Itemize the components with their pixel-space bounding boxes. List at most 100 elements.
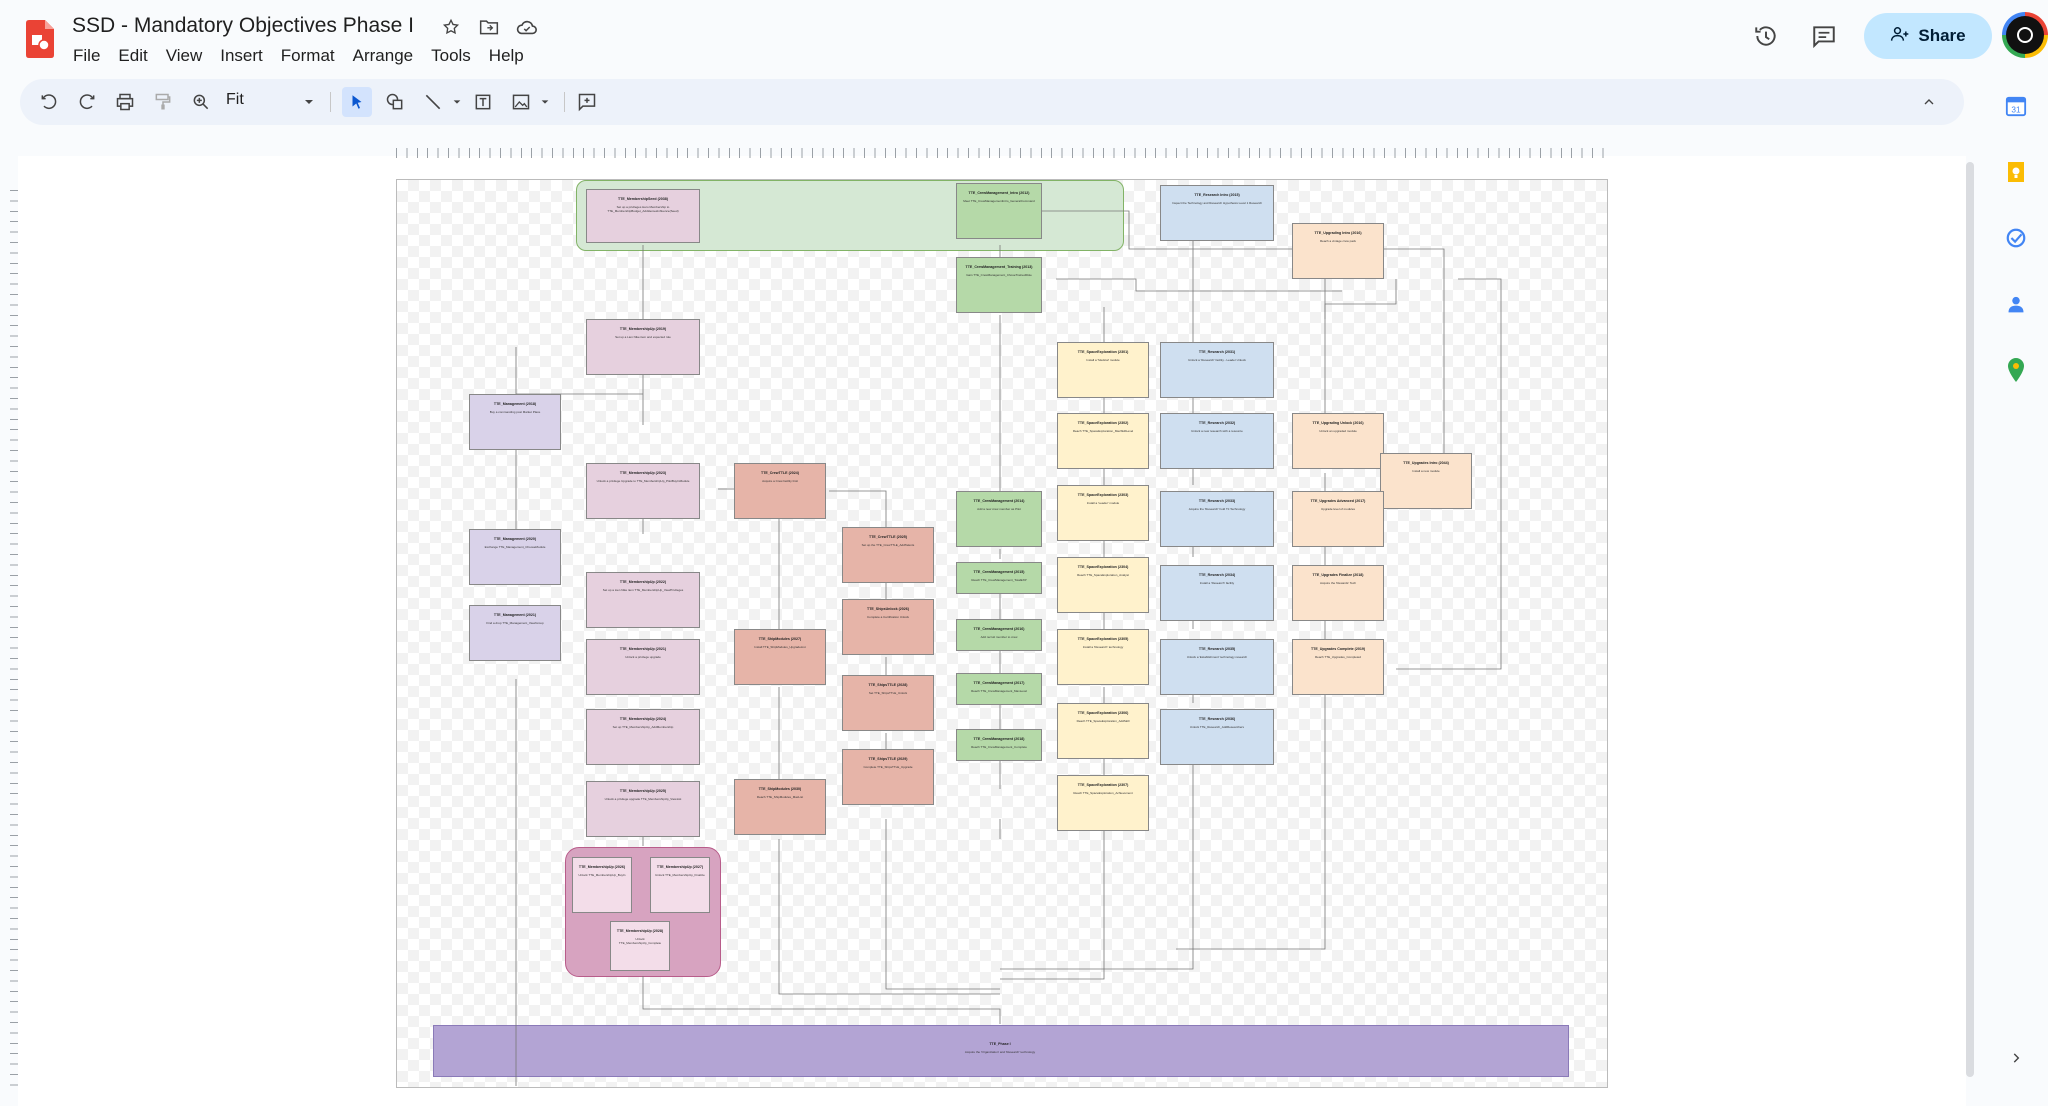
- text-box-icon[interactable]: [468, 87, 498, 117]
- diagram-node[interactable]: TTE_ShipModules (2027)Install TTE_ShipMo…: [734, 629, 826, 685]
- diagram-node[interactable]: TTE_CrewManagement (2017)Reach TTE_CrewM…: [956, 673, 1042, 705]
- diagram-node[interactable]: TTE_MembershipUp (2022)Set up a Lien Nik…: [586, 572, 700, 628]
- diagram-node[interactable]: TTE_Research (2031)Unlock a 'Research' f…: [1160, 342, 1274, 398]
- node-title: TTE_Research Intro (2015): [1194, 193, 1240, 197]
- zoom-icon[interactable]: [186, 87, 216, 117]
- comments-icon[interactable]: [1808, 20, 1840, 52]
- comment-icon[interactable]: [572, 87, 602, 117]
- diagram-node[interactable]: TTE_SpaceExploration (2303)Install a 'Le…: [1057, 485, 1149, 541]
- move-folder-icon[interactable]: [476, 14, 502, 40]
- node-description: Upgrade level of modules: [1320, 507, 1356, 511]
- diagram-node[interactable]: TTE_MembershipUp (2023)Unlock a privileg…: [586, 463, 700, 519]
- diagram-node[interactable]: TTE_Research (2033)Acquire the 'Research…: [1160, 491, 1274, 547]
- diagram-node[interactable]: TTE_CrewManagement_Training (2013)Gain T…: [956, 257, 1042, 313]
- vertical-ruler[interactable]: [10, 190, 18, 1090]
- paint-format-icon[interactable]: [148, 87, 178, 117]
- node-description: Inspect the Technology and Research Hypo…: [1172, 201, 1262, 205]
- diagram-node[interactable]: TTE_ShipsTTLE (2028)Set TTE_ShipsTTLE_Un…: [842, 675, 934, 731]
- diagram-node[interactable]: TTE_MembershipUp (2019)Set up a Lien Nik…: [586, 319, 700, 375]
- diagram-node[interactable]: TTE_SpaceExploration (2307)Reach TTE_Spa…: [1057, 775, 1149, 831]
- diagram-node[interactable]: TTE_CrewTTLE (2024)Acquire a Crew facili…: [734, 463, 826, 519]
- maps-icon[interactable]: [2002, 356, 2030, 384]
- horizontal-ruler[interactable]: [396, 148, 1606, 158]
- diagram-node[interactable]: TTE_Upgrades Finalize (2018)Acquire the …: [1292, 565, 1384, 621]
- diagram-node[interactable]: TTE_MembershipUp (2027)Unlock TTE_Member…: [650, 857, 710, 913]
- diagram-node[interactable]: TTE_ShipsTTLE (2029)Complete TTE_ShipsTT…: [842, 749, 934, 805]
- diagram-node[interactable]: TTE_SpaceExploration (2301)Install a 'Me…: [1057, 342, 1149, 398]
- diagram-node[interactable]: TTE_Research (2034)Install a 'Research' …: [1160, 565, 1274, 621]
- drawings-app-icon[interactable]: [26, 20, 54, 58]
- line-dropdown-icon[interactable]: [442, 87, 472, 117]
- menu-arrange[interactable]: Arrange: [352, 46, 414, 65]
- menu-tools[interactable]: Tools: [431, 46, 471, 65]
- zoom-level[interactable]: Fit: [226, 91, 244, 108]
- diagram-node[interactable]: TTE_Management (2021)Find a drop TTE_Man…: [469, 605, 561, 661]
- menu-format[interactable]: Format: [280, 46, 335, 65]
- menu-help[interactable]: Help: [488, 46, 524, 65]
- diagram-node[interactable]: TTE_CrewManagement (2014)Add a new crew …: [956, 491, 1042, 547]
- cloud-saved-icon[interactable]: [514, 14, 540, 40]
- diagram-node[interactable]: TTE_Research (2035)Unlock a 'Establishme…: [1160, 639, 1274, 695]
- zoom-dropdown-icon[interactable]: [294, 87, 324, 117]
- diagram-node[interactable]: TTE_CrewManagement_Intro (2012)Meet TTE_…: [956, 183, 1042, 239]
- menu-file[interactable]: File: [73, 46, 101, 65]
- diagram-node[interactable]: TTE_SpaceExploration (2306)Reach TTE_Spa…: [1057, 703, 1149, 759]
- phase-bar[interactable]: [433, 1025, 1569, 1077]
- star-icon[interactable]: [438, 14, 464, 40]
- node-title: TTE_CrewTTLE (2024): [761, 471, 799, 475]
- diagram-node[interactable]: TTE_MembershipUp (2028)Unlock TTE_Member…: [610, 921, 670, 971]
- diagram-node[interactable]: TTE_MembershipUp (2025)Unlock a privileg…: [586, 781, 700, 837]
- diagram-node[interactable]: TTE_Management (2018)Buy a commanding po…: [469, 394, 561, 450]
- diagram-node[interactable]: TTE_Upgrading Unlock (2016)Unlock an upg…: [1292, 413, 1384, 469]
- calendar-icon[interactable]: 31: [2002, 92, 2030, 120]
- share-button[interactable]: Share: [1864, 13, 1992, 59]
- node-title: TTE_CrewManagement (2015): [973, 570, 1025, 574]
- menu-view[interactable]: View: [165, 46, 203, 65]
- expand-panel-icon[interactable]: [2002, 1044, 2030, 1072]
- tasks-icon[interactable]: [2002, 224, 2030, 252]
- select-icon[interactable]: [342, 87, 372, 117]
- print-icon[interactable]: [110, 87, 140, 117]
- diagram-node[interactable]: TTE_CrewManagement (2015)Reach TTE_CrewM…: [956, 562, 1042, 594]
- node-title: TTE_ShipsTTLE (2028): [868, 683, 908, 687]
- redo-icon[interactable]: [72, 87, 102, 117]
- diagram-node[interactable]: TTE_MembershipUp (2021)Unlock a privileg…: [586, 639, 700, 695]
- diagram-node[interactable]: TTE_SpaceExploration (2305)Install a 'Re…: [1057, 629, 1149, 685]
- keep-icon[interactable]: [2002, 158, 2030, 186]
- diagram-node[interactable]: TTE_MembershipUp (2024)Set up TTE_Member…: [586, 709, 700, 765]
- shape-icon[interactable]: [380, 87, 410, 117]
- document-title[interactable]: SSD - Mandatory Objectives Phase I: [72, 14, 414, 37]
- diagram-node[interactable]: TTE_ShipsUnlock (2026)Complete a Certifi…: [842, 599, 934, 655]
- image-dropdown-icon[interactable]: [530, 87, 560, 117]
- undo-icon[interactable]: [34, 87, 64, 117]
- node-description: Install a 'Research' technology: [1082, 645, 1124, 649]
- menu-edit[interactable]: Edit: [118, 46, 148, 65]
- account-avatar[interactable]: [2002, 12, 2048, 58]
- diagram-node[interactable]: TTE_Research Intro (2015) Inspect the Tec…: [1160, 185, 1274, 241]
- version-history-icon[interactable]: [1750, 20, 1782, 52]
- diagram-node[interactable]: TTE_MembershipSeed (2038)Set up a privil…: [586, 189, 700, 243]
- collapse-toolbar-icon[interactable]: [1914, 87, 1944, 117]
- diagram-node[interactable]: TTE_CrewManagement (2016)Add recruit mem…: [956, 619, 1042, 651]
- diagram-node[interactable]: TTE_Research (2036)Unlock TTE_Research_A…: [1160, 709, 1274, 765]
- diagram-node[interactable]: TTE_SpaceExploration (2304)Reach TTE_Spa…: [1057, 557, 1149, 613]
- diagram-node[interactable]: TTE_Management (2020)Exchange TTE_Manage…: [469, 529, 561, 585]
- node-description: Exchange TTE_Management_ChooseModule: [484, 545, 546, 549]
- menu-insert[interactable]: Insert: [220, 46, 263, 65]
- vertical-scrollbar[interactable]: [1966, 162, 1974, 1077]
- diagram-node[interactable]: TTE_Research (2032)Unlock a new research…: [1160, 413, 1274, 469]
- image-icon[interactable]: [506, 87, 536, 117]
- line-icon[interactable]: [418, 87, 448, 117]
- diagram-node[interactable]: TTE_SpaceExploration (2302)Reach TTE_Spa…: [1057, 413, 1149, 469]
- diagram-node[interactable]: TTE_Upgrades Complete (2019)Reach TTE_Up…: [1292, 639, 1384, 695]
- diagram-node[interactable]: TTE_Upgrading Intro (2016)Reach a vintag…: [1292, 223, 1384, 279]
- diagram-node[interactable]: TTE_CrewTTLE (2025)Set up the TTE_CrewTT…: [842, 527, 934, 583]
- diagram-node[interactable]: TTE_Upgrades Intro (2044)Install a new m…: [1380, 453, 1472, 509]
- diagram-node[interactable]: TTE_ShipModules (2030)Reach TTE_ShipModu…: [734, 779, 826, 835]
- diagram-node[interactable]: TTE_Upgrades Advanced (2017)Upgrade leve…: [1292, 491, 1384, 547]
- diagram-node[interactable]: TTE_CrewManagement (2018)Reach TTE_CrewM…: [956, 729, 1042, 761]
- contacts-icon[interactable]: [2002, 290, 2030, 318]
- node-description: Set up TTE_MembershipUp_AddMembership: [612, 725, 674, 729]
- diagram-node[interactable]: TTE_MembershipUp (2026)Unlock TTE_Member…: [572, 857, 632, 913]
